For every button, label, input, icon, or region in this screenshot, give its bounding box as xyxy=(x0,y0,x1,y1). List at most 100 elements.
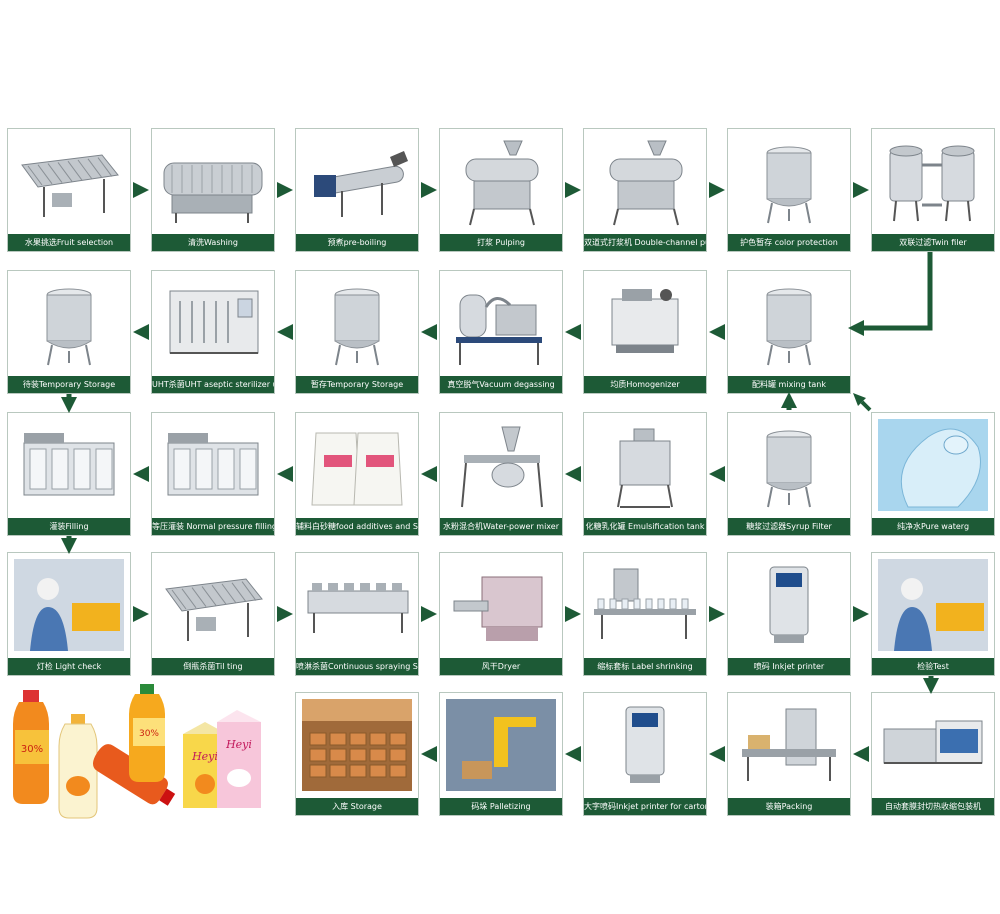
step-label: 纯净水Pure waterg xyxy=(872,518,994,535)
flow-arrow-icon xyxy=(565,606,581,622)
step-shrink-wrapping: 自动套膜封切热收缩包装机 xyxy=(871,692,995,816)
tank-icon xyxy=(766,146,812,224)
step-storage: 入库 Storage xyxy=(295,692,419,816)
carton-brand-2: Heyi xyxy=(225,738,252,751)
step-normal-pressure-filling: 等压灌装 Normal pressure filling xyxy=(151,412,275,536)
step-carton-printer: 大字喷码Inkjet printer for carton xyxy=(583,692,707,816)
flow-arrow-icon xyxy=(421,746,437,762)
dryer-icon xyxy=(453,576,543,641)
step-color-protection: 护色暂存 color protection xyxy=(727,128,851,252)
flow-arrow-icon xyxy=(709,606,725,622)
homogenizer-icon xyxy=(611,289,679,353)
filling-machine-icon xyxy=(167,433,259,496)
juice-products-illustration: 30% 30% Heyi Heyi xyxy=(13,684,261,819)
flow-arrow-icon xyxy=(709,182,725,198)
step-label-shrinking: 缩标套标 Label shrinking xyxy=(583,552,707,676)
bottle-badge-1: 30% xyxy=(21,744,43,755)
step-label: 待装Temporary Storage xyxy=(8,376,130,393)
step-label: UHT杀菌UHT aseptic sterilizer unit xyxy=(152,376,274,393)
step-food-additives: 辅料白砂糖food additives and Sugar xyxy=(295,412,419,536)
step-vacuum-degassing: 真空脱气Vacuum degassing xyxy=(439,270,563,394)
step-tilting: 倒瓶杀菌Til ting xyxy=(151,552,275,676)
flow-arrow-icon xyxy=(709,466,725,482)
step-packing: 装箱Packing xyxy=(727,692,851,816)
step-label: 缩标套标 Label shrinking xyxy=(584,658,706,675)
step-uht-sterilizer: UHT杀菌UHT aseptic sterilizer unit xyxy=(151,270,275,394)
step-syrup-filter: 糖浆过滤器Syrup Filter xyxy=(727,412,851,536)
step-label: 护色暂存 color protection xyxy=(728,234,850,251)
labeler-icon xyxy=(594,568,696,639)
step-label: 水粉混合机Water-power mixer xyxy=(440,518,562,535)
step-dryer: 风干Dryer xyxy=(439,552,563,676)
flow-arrow-icon xyxy=(277,182,293,198)
robot-arm-icon xyxy=(446,699,556,791)
flow-arrow-icon xyxy=(61,397,77,413)
washing-machine-icon xyxy=(163,162,263,223)
printer-icon xyxy=(625,706,665,783)
step-label: 自动套膜封切热收缩包装机 xyxy=(872,798,994,815)
case-packer-icon xyxy=(742,708,836,781)
mixer-icon xyxy=(461,426,543,508)
flow-arrow-icon xyxy=(781,392,797,408)
flow-arrow-icon xyxy=(421,324,437,340)
flow-arrow-icon xyxy=(133,182,149,198)
step-temporary-storage-2: 待装Temporary Storage xyxy=(7,270,131,394)
tank-icon xyxy=(766,288,812,366)
step-label: 码垛 Palletizing xyxy=(440,798,562,815)
step-washing: 清洗Washing xyxy=(151,128,275,252)
flow-arrow-icon xyxy=(277,606,293,622)
flow-arrow-icon xyxy=(565,182,581,198)
step-label: 喷淋杀菌Continuous spraying Sterilizer xyxy=(296,658,418,675)
step-label: 真空脱气Vacuum degassing xyxy=(440,376,562,393)
orange-juice-bottle-icon: 30% xyxy=(13,690,49,804)
step-label: 预煮pre-boiling xyxy=(296,234,418,251)
step-label: 配料罐 mixing tank xyxy=(728,376,850,393)
sterilizer-icon xyxy=(169,290,259,354)
step-pure-water: 纯净水Pure waterg xyxy=(871,412,995,536)
step-label: 风干Dryer xyxy=(440,658,562,675)
sugar-bag-icon xyxy=(311,432,403,506)
step-water-powder-mixer: 水粉混合机Water-power mixer xyxy=(439,412,563,536)
mango-juice-bottle-icon: 30% xyxy=(129,684,165,782)
step-homogenizer: 均质Homogenizer xyxy=(583,270,707,394)
step-twin-filter: 双联过滤Twin filer xyxy=(871,128,995,252)
step-label: 灌装Filling xyxy=(8,518,130,535)
wrapper-icon xyxy=(883,720,983,764)
step-inkjet-printer: 喷码 Inkjet printer xyxy=(727,552,851,676)
juice-carton-icon-2: Heyi xyxy=(217,710,261,808)
flow-arrow-icon xyxy=(853,746,869,762)
step-label: 等压灌装 Normal pressure filling xyxy=(152,518,274,535)
step-label: 大字喷码Inkjet printer for carton xyxy=(584,798,706,815)
flow-arrow-icon xyxy=(853,606,869,622)
flow-arrow-icon xyxy=(133,606,149,622)
step-label: 打浆 Pulping xyxy=(440,234,562,251)
step-label: 辅料白砂糖food additives and Sugar xyxy=(296,518,418,535)
step-label: 化糖乳化罐 Emulsification tank xyxy=(584,518,706,535)
step-label: 入库 Storage xyxy=(296,798,418,815)
cube-tank-icon xyxy=(617,428,673,508)
flow-arrow-icon xyxy=(421,182,437,198)
screw-conveyor-icon xyxy=(314,151,408,217)
twin-filter-icon xyxy=(889,145,975,222)
white-juice-bottle-icon xyxy=(58,714,98,819)
step-mixing-tank: 配料罐 mixing tank xyxy=(727,270,851,394)
tank-icon xyxy=(766,430,812,508)
step-label: 检验Test xyxy=(872,658,994,675)
tank-icon xyxy=(334,288,380,366)
flow-arrow-icon xyxy=(709,746,725,762)
step-label: 水果挑选Fruit selection xyxy=(8,234,130,251)
step-pre-boiling: 预煮pre-boiling xyxy=(295,128,419,252)
flow-arrow-icon xyxy=(565,746,581,762)
step-light-check: 灯检 Light check xyxy=(7,552,131,676)
flow-arrow-icon xyxy=(421,466,437,482)
step-label: 装箱Packing xyxy=(728,798,850,815)
step-label: 清洗Washing xyxy=(152,234,274,251)
step-label: 糖浆过滤器Syrup Filter xyxy=(728,518,850,535)
step-test: 检验Test xyxy=(871,552,995,676)
step-pulping: 打浆 Pulping xyxy=(439,128,563,252)
worker-icon xyxy=(878,559,988,651)
printer-icon xyxy=(769,566,809,643)
step-label: 双道式打浆机 Double-channel pulping machine xyxy=(584,234,706,251)
step-double-pulping: 双道式打浆机 Double-channel pulping machine xyxy=(583,128,707,252)
step-label: 灯检 Light check xyxy=(8,658,130,675)
